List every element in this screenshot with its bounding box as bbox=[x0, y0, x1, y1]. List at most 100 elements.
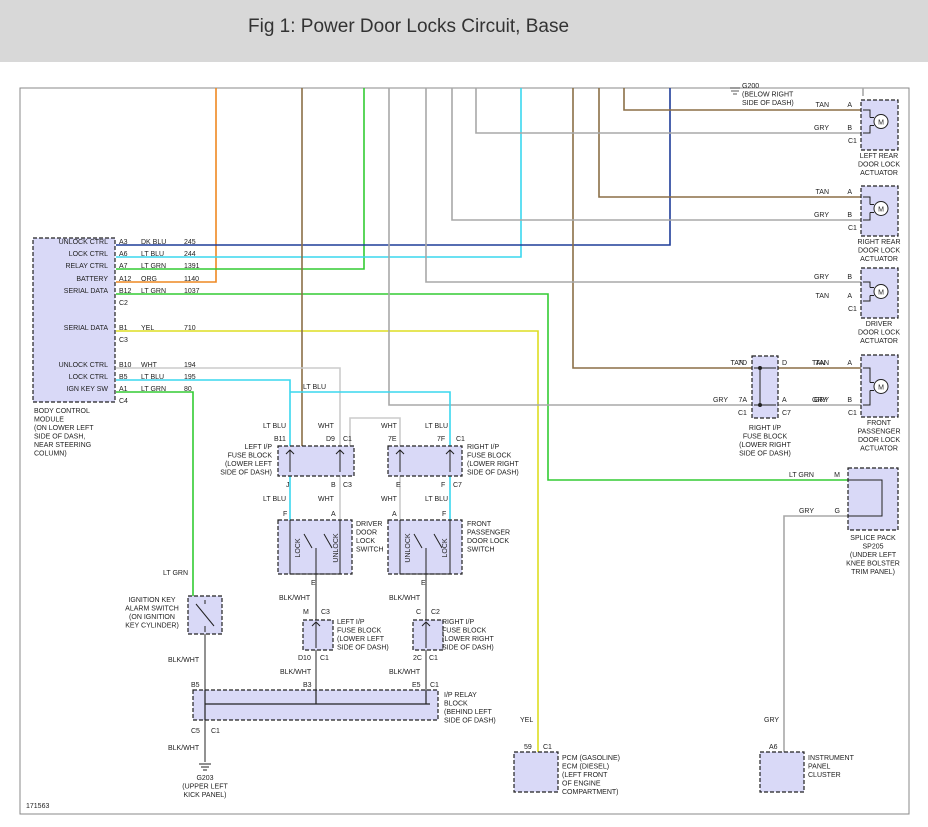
bcm-label-line: NEAR STEERING bbox=[34, 442, 91, 449]
lfb-low-box bbox=[302, 619, 334, 651]
motor-icon bbox=[873, 201, 889, 216]
dsw-unlock-label: UNLOCK bbox=[333, 533, 340, 563]
bcm-label-line: MODULE bbox=[34, 417, 64, 424]
psw-label-line: FRONT bbox=[467, 521, 492, 528]
rfb-top-internal bbox=[754, 367, 776, 406]
pcm-label-line: OF ENGINE bbox=[562, 781, 601, 788]
bcm-circuit: 80 bbox=[184, 386, 192, 393]
ign-label-line: ALARM SWITCH bbox=[125, 606, 179, 613]
ign-label-line: KEY CYLINDER) bbox=[125, 623, 179, 630]
bcm-box bbox=[32, 237, 116, 403]
rfb-mid-pin-tl: 7E bbox=[388, 436, 397, 443]
rfb-low-label-line: RIGHT I/P bbox=[442, 619, 474, 626]
bcm-pin-name: UNLOCK CTRL bbox=[59, 239, 109, 246]
pcm-label-line: PCM (GASOLINE) bbox=[562, 755, 620, 762]
dsw-label-line: LOCK bbox=[356, 538, 375, 545]
dsw-label-line: SWITCH bbox=[356, 547, 384, 554]
bcm-pin-name: UNLOCK CTRL bbox=[59, 362, 109, 369]
actuator-wire-a: TAN bbox=[816, 189, 829, 196]
lfb-mid-pin-tl: B11 bbox=[274, 436, 286, 443]
ign-wire-in: LT GRN bbox=[163, 570, 188, 577]
rfb-top-wire-in: TAN bbox=[731, 360, 744, 367]
dsw-wire-a: WHT bbox=[318, 496, 335, 503]
pcm-conn: C1 bbox=[543, 744, 552, 751]
bcm-circuit: 710 bbox=[184, 325, 196, 332]
actuator-wire-b: GRY bbox=[814, 397, 829, 404]
relay-conn-c5: C1 bbox=[211, 728, 220, 735]
wire-tan-lr bbox=[623, 88, 863, 111]
wire-wht-unlock bbox=[116, 367, 341, 446]
motor-symbol: M bbox=[878, 290, 884, 297]
page-header: Fig 1: Power Door Locks Circuit, Base bbox=[0, 0, 928, 62]
actuator-wire-b: GRY bbox=[814, 212, 829, 219]
psw-pin-a: A bbox=[392, 511, 397, 518]
splice-label-line: SP205 bbox=[862, 544, 883, 551]
dsw-pin-e: E bbox=[311, 580, 316, 587]
rfb-mid-internal bbox=[395, 449, 455, 472]
pcm-pin: 59 bbox=[524, 744, 532, 751]
actuator-label-line: ACTUATOR bbox=[860, 256, 898, 263]
pcm-label-line: (LEFT FRONT bbox=[562, 772, 608, 779]
motor-icon bbox=[873, 284, 889, 299]
motor-icon bbox=[873, 379, 889, 394]
rfb-mid-label-line: FUSE BLOCK bbox=[467, 453, 512, 460]
rfb-low-wire-out: BLK/WHT bbox=[389, 669, 421, 676]
bcm-pin-id: C4 bbox=[119, 398, 128, 405]
wire-tan-rr bbox=[598, 88, 863, 198]
relay-pin-e5: E5 bbox=[412, 682, 421, 689]
bcm-wire-color: YEL bbox=[141, 325, 154, 332]
bcm-wire-color: LT GRN bbox=[141, 386, 166, 393]
rfb-mid-pin-br: F bbox=[441, 482, 445, 489]
splice-label-line: TRIM PANEL) bbox=[851, 569, 895, 576]
wire-gry-dr bbox=[425, 88, 863, 283]
bcm-pin-name: LOCK CTRL bbox=[69, 251, 108, 258]
lfb-mid-pin-bl: J bbox=[286, 482, 290, 489]
dsw-contacts bbox=[289, 520, 341, 575]
lfb-mid-label-line: SIDE OF DASH) bbox=[220, 470, 272, 477]
ipc-label-line: PANEL bbox=[808, 764, 831, 771]
rfb-top-wire-out: TAN bbox=[812, 360, 825, 367]
actuator-label-line: LEFT REAR bbox=[860, 153, 898, 160]
actuator-wire-b: GRY bbox=[814, 125, 829, 132]
bcm-label-line: (ON LOWER LEFT bbox=[34, 425, 94, 432]
lfb-low-label-line: SIDE OF DASH) bbox=[337, 645, 389, 652]
diagram-frame bbox=[19, 87, 910, 815]
rfb-top-label-line: (LOWER RIGHT bbox=[739, 442, 791, 449]
wire-tan-fp-in bbox=[572, 88, 754, 369]
actuator-pin-b: B bbox=[847, 397, 852, 404]
rfb-mid-label-line: SIDE OF DASH) bbox=[467, 470, 519, 477]
wire-gry-fp-in bbox=[388, 88, 754, 406]
bcm-wire-color: LT GRN bbox=[141, 263, 166, 270]
bcm-pin-id: B5 bbox=[119, 374, 128, 381]
psw-contacts bbox=[399, 520, 451, 575]
wire-ltblu-lock bbox=[116, 88, 522, 258]
g203-label-line: (UPPER LEFT bbox=[182, 784, 228, 791]
rfb-low-internal bbox=[421, 621, 431, 648]
psw-label-line: PASSENGER bbox=[467, 530, 510, 537]
psw-label-line: SWITCH bbox=[467, 547, 495, 554]
rfb-top-pin-out-b: A bbox=[782, 397, 787, 404]
rfb-low-wire-in: BLK/WHT bbox=[389, 595, 421, 602]
rfb-low-box bbox=[412, 619, 444, 651]
rfb-low-pin-in: C bbox=[416, 609, 421, 616]
relay-label-line: BLOCK bbox=[444, 701, 468, 708]
actuator-label-line: FRONT bbox=[867, 420, 892, 427]
motor-symbol: M bbox=[878, 120, 884, 127]
psw-unlock-label: UNLOCK bbox=[405, 533, 412, 563]
rfb-mid-wire-tr: LT BLU bbox=[425, 423, 448, 430]
bcm-pin-id: A12 bbox=[119, 276, 132, 283]
actuator-internal bbox=[863, 109, 874, 134]
bcm-pin-id: C2 bbox=[119, 300, 128, 307]
dsw-pin-f: F bbox=[283, 511, 287, 518]
ipc-box bbox=[759, 751, 805, 793]
lfb-mid-top-wire: LT BLU bbox=[303, 384, 326, 391]
g200-label-line: G200 bbox=[742, 83, 759, 90]
bcm-circuit: 244 bbox=[184, 251, 196, 258]
psw-pin-f: F bbox=[442, 511, 446, 518]
